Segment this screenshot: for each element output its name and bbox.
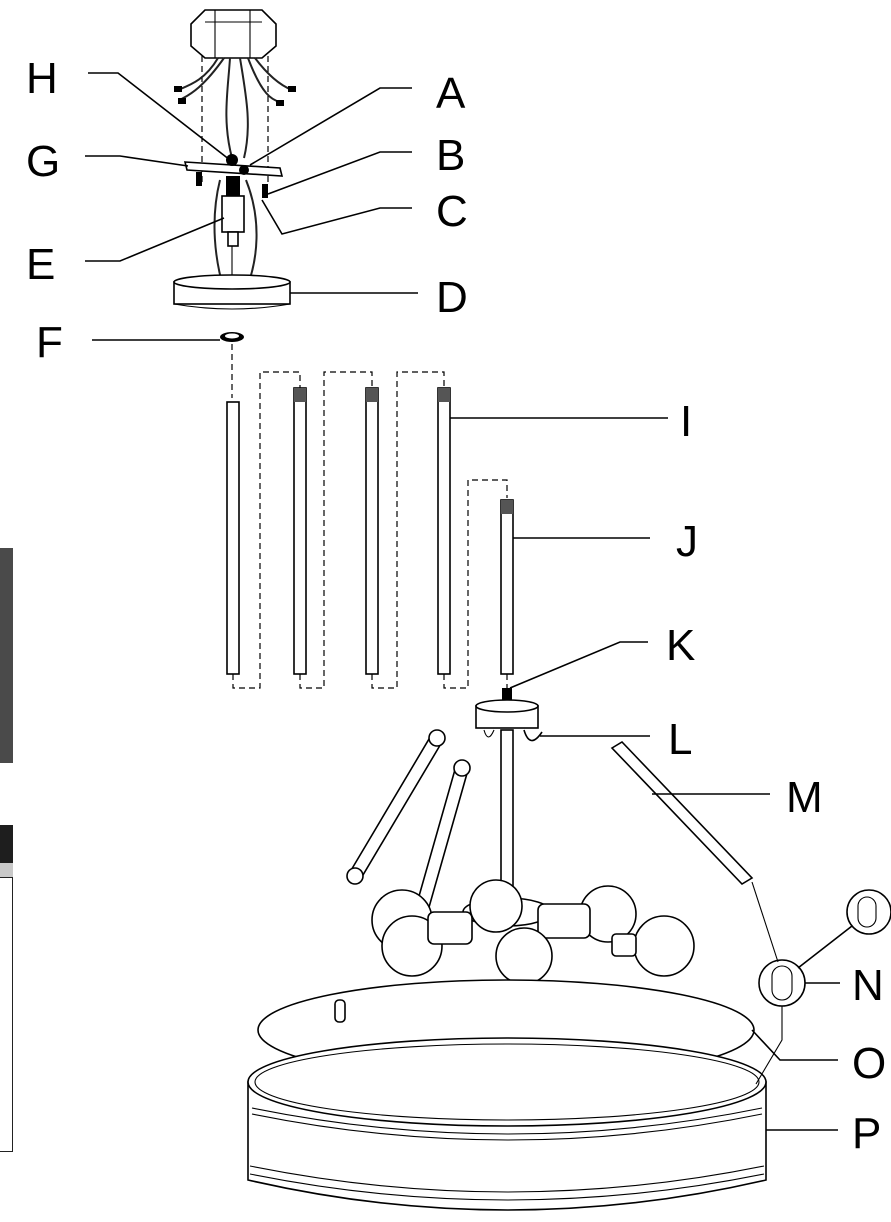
edge-panel-dark (0, 548, 13, 763)
short-rod (500, 499, 514, 675)
leader-lines (85, 72, 840, 1131)
label-f: F (36, 318, 63, 367)
label-n: N (852, 961, 884, 1010)
drum-shade (247, 1037, 767, 1211)
mounting-crossbar (183, 154, 284, 198)
junction-box (190, 9, 277, 59)
label-l: L (668, 715, 692, 764)
label-i: I (680, 397, 692, 446)
label-g: G (26, 137, 60, 186)
label-h: H (26, 54, 58, 103)
canopy (173, 274, 291, 310)
label-d: D (436, 273, 468, 322)
edge-panel-bar (0, 863, 13, 877)
edge-panel-header (0, 825, 13, 863)
label-k: K (666, 621, 695, 670)
label-e: E (26, 240, 55, 289)
edge-panel-body (0, 877, 13, 1152)
label-p: P (852, 1109, 881, 1158)
label-o: O (852, 1039, 886, 1088)
label-m: M (786, 773, 823, 822)
label-c: C (436, 187, 468, 236)
label-b: B (436, 131, 465, 180)
canopy-nut (220, 332, 244, 342)
stem-rods (226, 387, 451, 675)
hub (475, 688, 543, 901)
threaded-nipple (213, 176, 258, 291)
label-j: J (676, 517, 698, 566)
label-a: A (436, 69, 466, 118)
bulb-cluster (371, 879, 695, 985)
clip-detail (751, 881, 891, 1085)
supply-wires (174, 57, 296, 159)
